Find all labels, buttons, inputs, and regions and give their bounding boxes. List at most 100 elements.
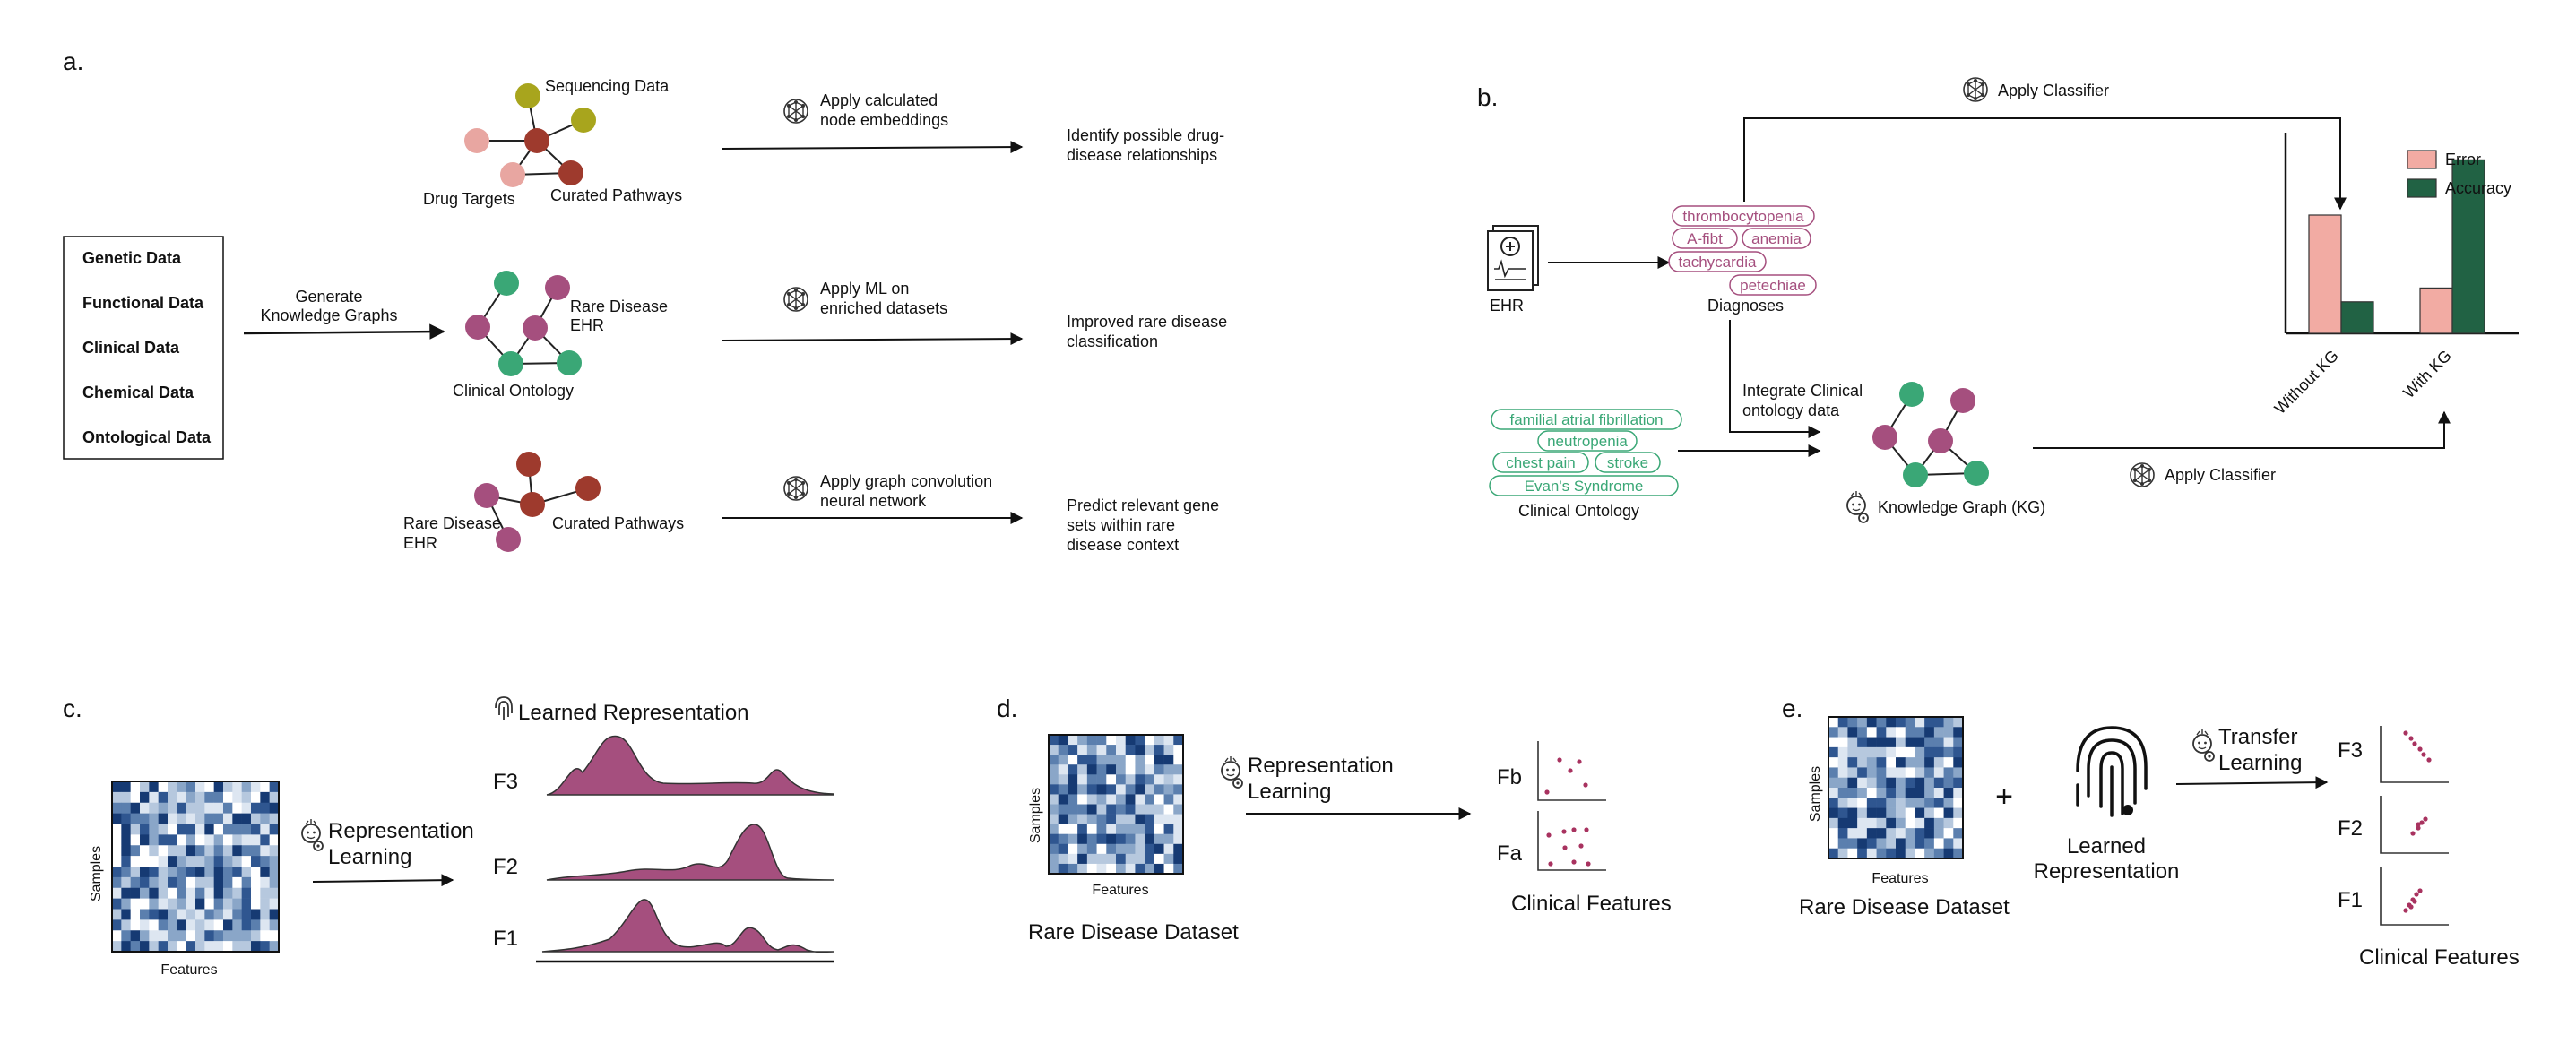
heatmap-cell (1943, 817, 1954, 829)
heatmap-cell (1933, 848, 1944, 859)
scatter-points-fb (1544, 757, 1588, 795)
heatmap-cell (1896, 798, 1906, 808)
heatmap-cell (204, 845, 214, 857)
transfer-learning-1: Transfer (2218, 725, 2297, 749)
heatmap-cell (1077, 735, 1088, 746)
heatmap-cell (1837, 757, 1848, 768)
heatmap-cell (251, 824, 261, 835)
heatmap-cell (112, 791, 122, 804)
heatmap-cell (1049, 755, 1059, 765)
heatmap-cell (177, 930, 186, 942)
heatmap-cell (186, 887, 196, 899)
node-genetic (571, 108, 596, 133)
heatmap-cell (1096, 833, 1107, 845)
heatmap-cell (269, 930, 280, 942)
heatmap-cell (1106, 755, 1117, 765)
scatter-points-f1 (2403, 888, 2423, 913)
heatmap-cell (195, 856, 205, 867)
scatter-axes-f3 (2380, 726, 2449, 783)
heatmap-cell (1943, 838, 1954, 850)
heatmap-cell (1068, 774, 1078, 785)
heatmap-cell (1905, 798, 1915, 808)
heatmap-cell (1154, 794, 1164, 805)
node-chemical (464, 128, 489, 153)
clinical-ontology-title: Clinical Ontology (1518, 502, 1639, 520)
heatmap-cell (213, 930, 224, 942)
heatmap-cell (186, 930, 196, 942)
step1-label-2: node embeddings (820, 111, 948, 129)
apply-classifier-bottom: Apply Classifier (2165, 466, 2276, 484)
heatmap-cell (168, 781, 177, 793)
heatmap-cell (1135, 794, 1145, 805)
heatmap-cell (251, 919, 261, 931)
heatmap-cell (1077, 764, 1088, 775)
heatmap-cell (140, 867, 150, 878)
heatmap-cell (1068, 853, 1078, 865)
heatmap-cell (1154, 843, 1164, 855)
heatmap-cell (149, 781, 159, 793)
heatmap-cell (158, 813, 169, 824)
heatmap-cell (204, 876, 214, 889)
heatmap-cell (1876, 727, 1887, 738)
heatmap-cell (195, 813, 205, 824)
heatmap-cell (1857, 838, 1868, 850)
representation-learning-2: Learning (1248, 780, 1331, 804)
rare-disease-dataset-label: Rare Disease Dataset (1799, 895, 2010, 919)
heatmap-cell (251, 791, 261, 804)
heatmap-cell (1096, 824, 1107, 835)
heatmap-cell (1953, 848, 1964, 859)
heatmap-cell (1905, 807, 1915, 819)
heatmap-cell (1837, 848, 1848, 859)
heatmap-cell (1106, 794, 1117, 805)
heatmap-cell (1077, 853, 1088, 865)
heatmap-cell (251, 909, 261, 920)
scatter-points-f3 (2403, 730, 2432, 763)
heatmap-cell (1866, 757, 1877, 768)
heatmap-cell (223, 813, 233, 824)
scatter-label-f3: F3 (2338, 738, 2363, 763)
classifier-path-bottom (2033, 410, 2451, 449)
heatmap-cell (1096, 774, 1107, 785)
step3-label-2: neural network (820, 492, 927, 510)
heatmap-cell (1068, 784, 1078, 795)
heatmap-cell (232, 930, 242, 942)
heatmap-cell (1828, 848, 1839, 859)
heatmap-cell (130, 845, 141, 857)
heatmap-cell (1896, 817, 1906, 829)
heatmap-cell (1943, 717, 1954, 728)
heatmap-cell (1145, 774, 1155, 785)
heatmap-cell (1163, 735, 1174, 746)
scatter-axes-fb (1537, 741, 1606, 801)
learned-line-2: Representation (2034, 859, 2180, 884)
heatmap-cell (1049, 824, 1059, 835)
heatmap-cell (140, 876, 150, 889)
heatmap-cell (177, 856, 186, 867)
heatmap-cell (1173, 794, 1184, 805)
heatmap-cell (1933, 737, 1944, 748)
heatmap-cell (1837, 727, 1848, 738)
heatmap-cell (204, 791, 214, 804)
heatmap-cell (1933, 767, 1944, 779)
heatmap-cell (223, 930, 233, 942)
ridge-f3 (546, 735, 834, 796)
heatmap-cell (1905, 757, 1915, 768)
heatmap-cell (121, 898, 131, 910)
heatmap-cell (112, 824, 122, 835)
node-clinical (1928, 428, 1953, 453)
heatmap-cell (1049, 735, 1059, 746)
heatmap-cell (1896, 777, 1906, 789)
heatmap-cell (1876, 848, 1887, 859)
heatmap-cell (1933, 828, 1944, 839)
heatmap-cell (158, 909, 169, 920)
heatmap-cell (241, 802, 252, 814)
heatmap-cell (1154, 853, 1164, 865)
heatmap-cell (1886, 757, 1897, 768)
legend-swatch-error (2407, 150, 2437, 169)
heatmap-cell (1058, 794, 1068, 805)
heatmap-cell (1886, 777, 1897, 789)
heatmap-cell (260, 941, 270, 953)
heatmap-cell (1163, 833, 1174, 845)
heatmap-cell (1915, 727, 1925, 738)
heatmap-cell (204, 802, 214, 814)
panel-label-b: b. (1477, 83, 1498, 111)
